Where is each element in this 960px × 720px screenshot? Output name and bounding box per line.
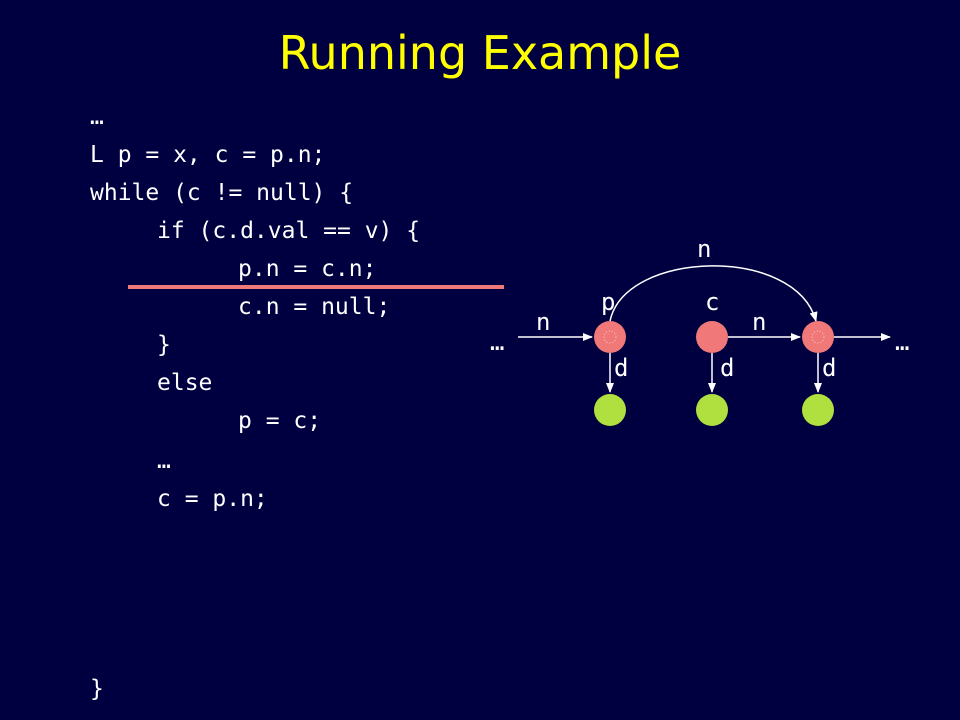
- list-node-p: [594, 321, 626, 353]
- edge-label-d-3: d: [822, 354, 836, 382]
- edge-label-d-1: d: [614, 354, 628, 382]
- edge-label-d-2: d: [720, 354, 734, 382]
- node-dot-next: [811, 330, 825, 344]
- code-line-12: }: [90, 676, 104, 702]
- list-node-c: [696, 321, 728, 353]
- code-line-1: …: [90, 104, 104, 130]
- data-node-2: [696, 394, 728, 426]
- code-line-5: p.n = c.n;: [238, 256, 377, 282]
- node-dot-p: [603, 330, 617, 344]
- edge-label-n-mid: n: [752, 308, 766, 336]
- list-node-next: [802, 321, 834, 353]
- edge-label-n-in: n: [536, 308, 550, 336]
- current-line-highlight: [128, 285, 504, 289]
- edge-label-n-arc: n: [697, 235, 711, 263]
- ellipsis-left: …: [490, 328, 504, 356]
- code-line-8: else: [157, 370, 213, 396]
- var-label-p: p: [601, 288, 615, 316]
- ellipsis-right: …: [895, 328, 909, 356]
- code-line-3: while (c != null) {: [90, 180, 354, 206]
- edge-n-arc: [609, 265, 818, 322]
- code-line-11: c = p.n;: [157, 486, 268, 512]
- code-line-9: p = c;: [238, 408, 322, 434]
- code-line-2: L p = x, c = p.n;: [90, 142, 326, 168]
- code-line-10: …: [157, 448, 171, 474]
- code-line-6: c.n = null;: [238, 294, 391, 320]
- code-line-7: }: [157, 332, 171, 358]
- data-node-1: [594, 394, 626, 426]
- code-line-4: if (c.d.val == v) {: [157, 218, 421, 244]
- data-node-3: [802, 394, 834, 426]
- var-label-c: c: [705, 288, 719, 316]
- slide-title: Running Example: [278, 26, 682, 80]
